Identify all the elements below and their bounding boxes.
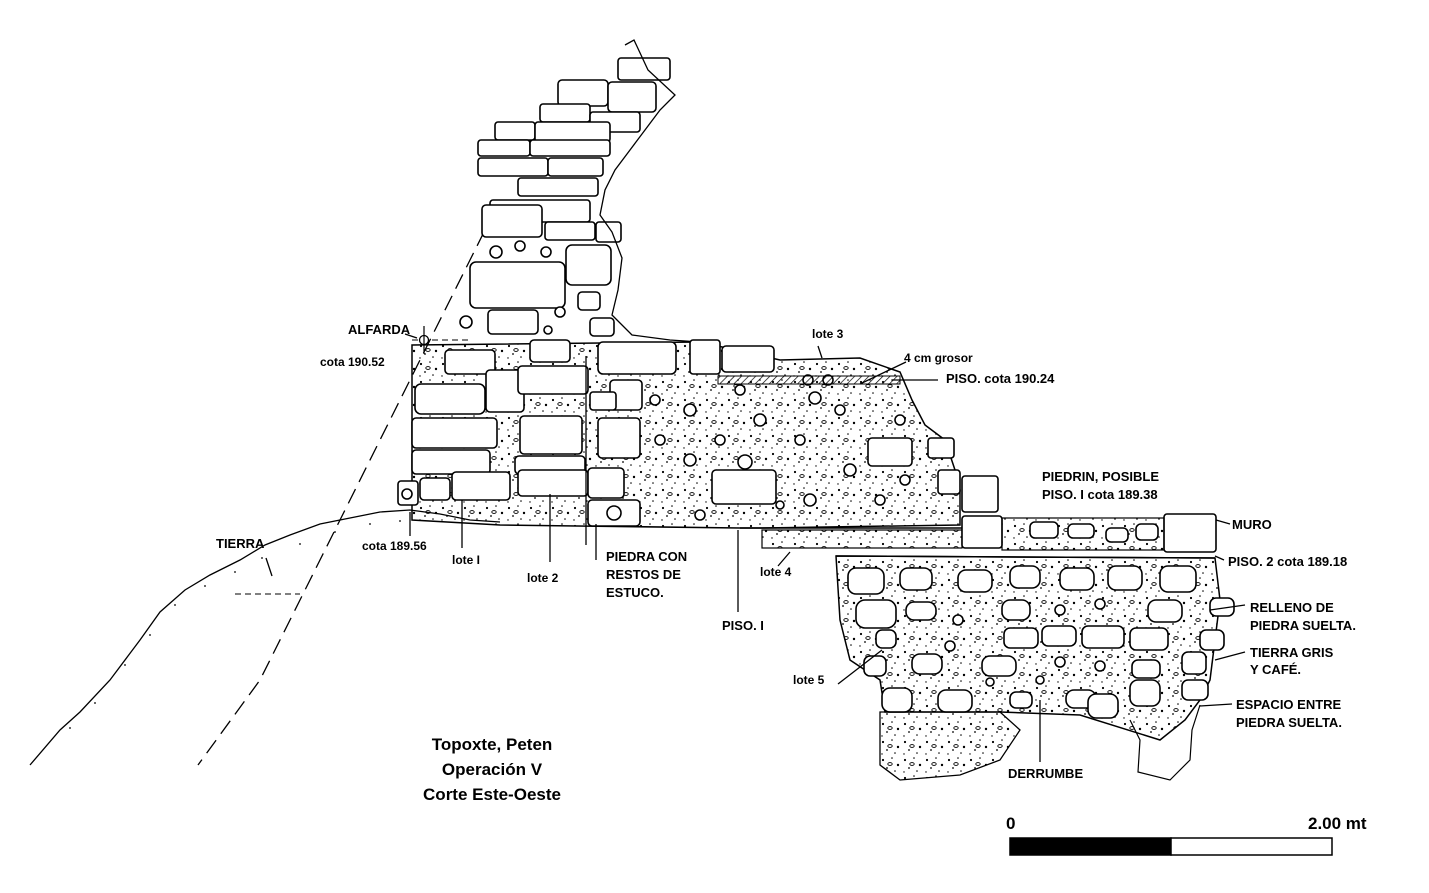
label-leader-lines	[265, 333, 1246, 762]
derrumbe-edge	[1129, 704, 1201, 781]
label-tierra: TIERRA	[216, 536, 265, 551]
label-lote-4: lote 4	[760, 565, 792, 579]
scale-bar: 0 2.00 mt	[1006, 814, 1367, 856]
label-derrumbe: DERRUMBE	[1008, 766, 1083, 781]
piedrin-stones	[1029, 521, 1159, 543]
scale-bar-black-segment	[1009, 837, 1172, 856]
derrumbe-blob	[879, 711, 1021, 781]
ground-texture	[69, 520, 401, 729]
label-piso-2: PISO. 2 cota 189.18	[1228, 554, 1347, 569]
label-relleno-2: PIEDRA SUELTA.	[1250, 618, 1356, 633]
label-alfarda: ALFARDA	[348, 322, 411, 337]
label-piedra-2: RESTOS DE	[606, 567, 681, 582]
label-lote-3: lote 3	[812, 327, 844, 341]
label-piedra-3: ESTUCO.	[606, 585, 664, 600]
label-piedrin-1: PIEDRIN, POSIBLE	[1042, 469, 1159, 484]
label-tierra-gris-2: Y CAFÉ.	[1250, 662, 1301, 677]
upper-edge-profile	[599, 39, 701, 343]
label-piedra-1: PIEDRA CON	[606, 549, 687, 564]
label-cota-190-52: cota 190.52	[320, 355, 385, 369]
title-line-2: Operación V	[442, 760, 543, 779]
label-cota-189-56: cota 189.56	[362, 539, 427, 553]
main-fill-stones	[397, 339, 961, 527]
label-lote-2: lote 2	[527, 571, 559, 585]
label-piso-190-24: PISO. cota 190.24	[946, 371, 1055, 386]
upper-stairway-stones	[459, 57, 671, 337]
label-relleno-1: RELLENO DE	[1250, 600, 1334, 615]
label-muro: MURO	[1232, 517, 1272, 532]
alfarda-marker	[418, 326, 430, 354]
label-piso-1: PISO. I	[722, 618, 764, 633]
label-espacio-2: PIEDRA SUELTA.	[1236, 715, 1342, 730]
label-tierra-gris-1: TIERRA GRIS	[1250, 645, 1334, 660]
alfarda-dashed-line	[197, 209, 496, 766]
label-grosor: 4 cm grosor	[904, 351, 973, 365]
scale-bar-start-label: 0	[1006, 814, 1015, 833]
label-lote-5: lote 5	[793, 673, 825, 687]
muro-stones	[961, 475, 1217, 553]
label-lote-1: lote I	[452, 553, 480, 567]
ground-surface-line	[29, 509, 501, 766]
label-espacio-1: ESPACIO ENTRE	[1236, 697, 1342, 712]
piso-190-24-strip	[717, 375, 901, 385]
lower-relleno-stones	[847, 565, 1235, 719]
title-line-3: Corte Este-Oeste	[423, 785, 561, 804]
scale-bar-white-segment	[1170, 837, 1333, 856]
title-line-1: Topoxte, Peten	[432, 735, 553, 754]
scale-bar-end-label: 2.00 mt	[1308, 814, 1367, 833]
label-piedrin-2: PISO. I cota 189.38	[1042, 487, 1158, 502]
lote-4-band	[761, 529, 963, 549]
